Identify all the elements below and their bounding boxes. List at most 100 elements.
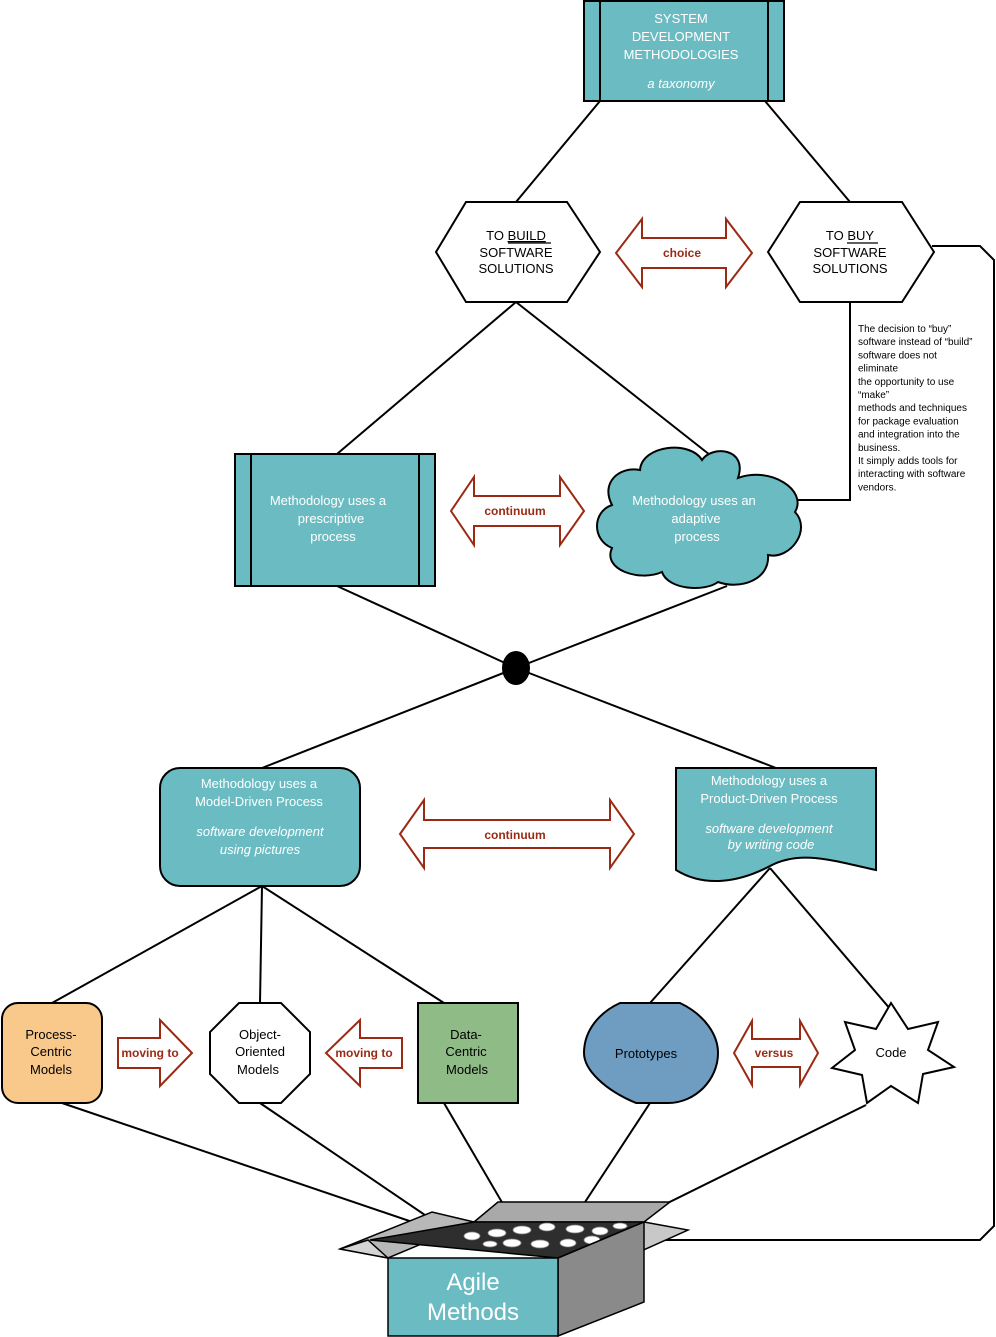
line-buy-to-agile (640, 245, 995, 1241)
buy-note-line: for package evaluation (858, 416, 959, 427)
line-model-to-data-centric (261, 885, 445, 1004)
moving-to-arrow-2: moving to (324, 1017, 403, 1089)
line-model-to-process-centric (51, 885, 263, 1004)
buy-note-line: the opportunity to use (858, 377, 955, 388)
model-driven-line4: using pictures (220, 842, 301, 857)
top-title-line1: SYSTEM (654, 11, 707, 26)
product-driven-line3: software development (705, 821, 834, 836)
prescriptive-line3: process (310, 529, 356, 544)
line-junction-to-product-driven (515, 667, 777, 769)
box-contents (463, 1222, 628, 1249)
prototypes-shape: Prototypes (582, 1002, 720, 1104)
data-centric-line3: Models (446, 1062, 488, 1077)
box-front-flap-left (339, 1239, 391, 1260)
buy-note-line: software instead of “build” (858, 337, 973, 348)
top-title-line3: METHODOLOGIES (624, 47, 739, 62)
model-driven-line2: Model-Driven Process (195, 794, 323, 809)
model-driven-box: Methodology uses a Model-Driven Process … (159, 767, 361, 887)
agile-line1: Agile (446, 1269, 499, 1296)
buy-line3: SOLUTIONS (812, 261, 887, 276)
top-subtitle: a taxonomy (647, 76, 716, 91)
line-adaptive-to-junction (515, 585, 728, 669)
buy-note-line: methods and techniques (858, 403, 967, 414)
object-oriented-octagon: Object- Oriented Models (209, 1002, 311, 1104)
agile-methods-box: Agile Methods (337, 1201, 691, 1337)
line-model-to-object-oriented (259, 885, 263, 1004)
buy-note-line: software does not (858, 350, 937, 361)
adaptive-line2: adaptive (671, 511, 720, 526)
continuum-arrow-1: continuum (449, 473, 586, 549)
data-centric-line1: Data- (450, 1027, 482, 1042)
continuum-label-2: continuum (484, 828, 545, 842)
build-line3: SOLUTIONS (478, 261, 553, 276)
buy-line1: TO BUY (826, 228, 874, 243)
product-driven-line2: Product-Driven Process (700, 791, 838, 806)
choice-arrow: choice (614, 216, 754, 290)
model-driven-line1: Methodology uses a (201, 776, 318, 791)
code-label: Code (875, 1045, 906, 1060)
continuum-arrow-2: continuum (398, 796, 636, 872)
to-buy-hexagon: TO BUY SOFTWARE SOLUTIONS (766, 201, 936, 303)
to-build-hexagon: TO BUILD SOFTWARE SOLUTIONS (434, 201, 602, 303)
adaptive-process-cloud: Methodology uses an adaptive process (596, 446, 802, 589)
buy-note-line: The decision to “buy” (858, 324, 951, 335)
product-driven-line1: Methodology uses a (711, 773, 828, 788)
agile-line2: Methods (427, 1299, 519, 1326)
object-oriented-line3: Models (237, 1062, 279, 1077)
buy-note-line: It simply adds tools for (858, 456, 958, 467)
object-oriented-line1: Object- (239, 1027, 281, 1042)
data-centric-box: Data- Centric Models (417, 1002, 519, 1104)
prescriptive-line2: prescriptive (298, 511, 364, 526)
build-key-word: BUILD (508, 228, 546, 243)
prescriptive-process-box: Methodology uses a prescriptive process (234, 453, 436, 587)
line-product-to-prototypes (649, 867, 771, 1004)
versus-arrow: versus (732, 1017, 820, 1089)
top-title-line2: DEVELOPMENT (632, 29, 730, 44)
buy-line2: SOFTWARE (813, 245, 887, 260)
build-line2: SOFTWARE (479, 245, 553, 260)
line-object-oriented-to-agile (259, 1102, 451, 1233)
adaptive-line1: Methodology uses an (632, 493, 756, 508)
line-top-to-build (515, 100, 601, 203)
buy-note: The decision to “buy” software instead of… (858, 324, 973, 493)
process-centric-line1: Process- (25, 1027, 76, 1042)
line-process-centric-to-agile (61, 1102, 431, 1229)
process-centric-line2: Centric (30, 1044, 72, 1059)
buy-note-line: and integration into the (858, 430, 960, 441)
continuum-label-1: continuum (484, 504, 545, 518)
code-star: Code (829, 1001, 957, 1105)
moving-to-label-2: moving to (335, 1046, 392, 1060)
data-centric-line2: Centric (445, 1044, 487, 1059)
line-build-to-prescriptive (336, 301, 517, 455)
box-back-flap-right (471, 1201, 673, 1223)
line-top-to-buy (764, 100, 851, 203)
adaptive-line3: process (674, 529, 720, 544)
box-front (387, 1257, 559, 1337)
line-prescriptive-to-junction (336, 585, 517, 669)
buy-note-line: interacting with software (858, 469, 966, 480)
junction-dot (502, 651, 530, 685)
moving-to-arrow-1: moving to (117, 1017, 194, 1089)
prototypes-label: Prototypes (615, 1046, 678, 1061)
buy-note-line: business. (858, 443, 900, 454)
product-driven-line4: by writing code (728, 837, 815, 852)
object-oriented-line2: Oriented (235, 1044, 285, 1059)
build-line1: TO BUILD (486, 228, 546, 243)
moving-to-label-1: moving to (121, 1046, 178, 1060)
product-driven-document: Methodology uses a Product-Driven Proces… (675, 767, 877, 882)
line-junction-to-model-driven (261, 667, 517, 769)
buy-note-line: vendors. (858, 482, 896, 493)
line-product-to-code (769, 867, 892, 1011)
buy-key-word: BUY (847, 228, 874, 243)
versus-label: versus (755, 1046, 794, 1060)
buy-note-line: “make” (858, 390, 889, 401)
line-buy-to-adaptive (798, 302, 851, 501)
system-methodologies-box: SYSTEM DEVELOPMENT METHODOLOGIES a taxon… (583, 0, 785, 102)
process-centric-line3: Models (30, 1062, 72, 1077)
model-driven-line3: software development (196, 824, 325, 839)
buy-note-line: eliminate (858, 364, 898, 375)
prescriptive-line1: Methodology uses a (270, 493, 387, 508)
connector-lines (51, 100, 995, 1241)
choice-label: choice (663, 246, 701, 260)
